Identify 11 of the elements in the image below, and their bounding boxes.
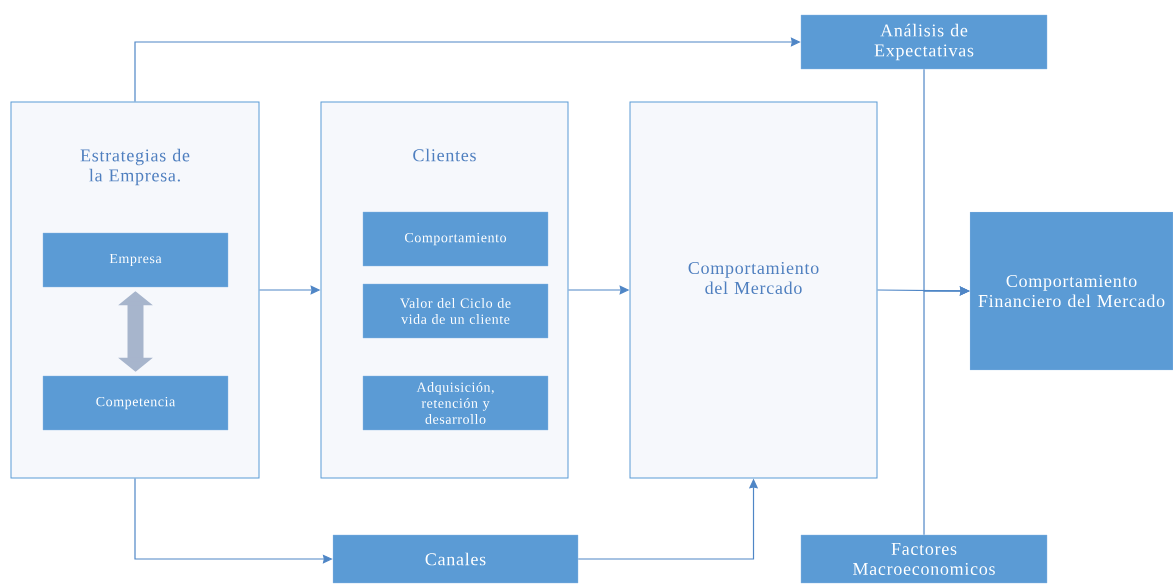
process-box: Factores Macroeconomicos	[800, 534, 1048, 584]
process-box: Canales	[332, 534, 579, 584]
process-box: Adquisición, retención y desarrollo	[362, 375, 549, 431]
container-box: Comportamiento del Mercado	[629, 101, 878, 479]
process-box: Valor del Ciclo de vida de un cliente	[362, 283, 549, 339]
process-box: Competencia	[42, 375, 229, 431]
process-box: Comportamiento	[362, 211, 549, 267]
process-box: Comportamiento Financiero del Mercado	[969, 211, 1173, 371]
process-box: Análisis de Expectativas	[800, 14, 1048, 70]
double-arrow	[118, 291, 153, 372]
process-box: Empresa	[42, 232, 229, 288]
